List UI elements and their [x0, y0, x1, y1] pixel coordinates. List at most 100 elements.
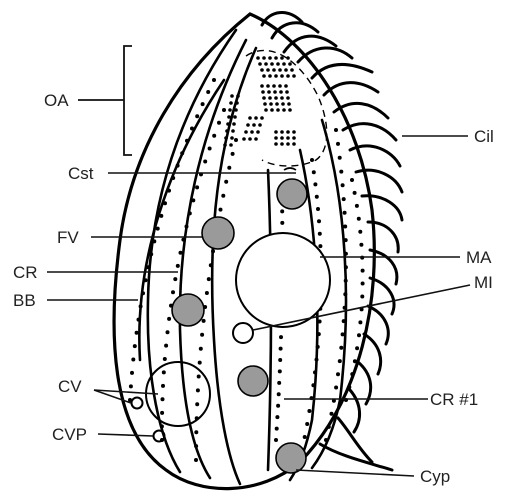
oral-apparatus-dot — [250, 130, 254, 134]
oral-apparatus-dot — [276, 62, 280, 66]
oral-apparatus-dot — [226, 122, 230, 126]
basal-body-dot — [277, 392, 281, 396]
basal-body-dot — [353, 359, 357, 363]
oral-apparatus-dot — [275, 102, 279, 106]
basal-body-dot — [163, 201, 167, 205]
oral-apparatus-dot — [244, 130, 248, 134]
basal-body-dot — [343, 225, 347, 229]
basal-body-dot — [315, 358, 319, 362]
basal-body-dot — [361, 269, 365, 273]
oral-apparatus-dot — [274, 96, 278, 100]
oral-apparatus-dot — [266, 68, 270, 72]
basal-body-dot — [217, 121, 221, 125]
basal-body-dot — [336, 372, 340, 376]
oral-apparatus-dot — [292, 74, 296, 78]
oral-apparatus-dot — [254, 137, 258, 141]
basal-body-dot — [207, 277, 211, 281]
basal-body-dot — [139, 304, 143, 308]
oral-apparatus-dot — [269, 102, 273, 106]
basal-body-dot — [195, 402, 199, 406]
oral-apparatus-dot — [263, 102, 267, 106]
oral-apparatus-dot — [232, 122, 236, 126]
oral-apparatus-dot — [276, 108, 280, 112]
oral-apparatus-dot — [274, 74, 278, 78]
basal-body-dot — [133, 344, 137, 348]
oral-apparatus-dot — [268, 74, 272, 78]
cilium — [358, 362, 371, 404]
basal-body-dot — [171, 290, 175, 294]
basal-body-dot — [190, 127, 194, 131]
oral-apparatus-dot — [292, 130, 296, 134]
basal-body-dot — [278, 369, 282, 373]
leader-cyp — [296, 470, 414, 476]
food-vacuole — [276, 443, 306, 473]
oral-apparatus-dot — [286, 130, 290, 134]
oral-apparatus-dot — [280, 136, 284, 140]
basal-body-dot — [357, 333, 361, 337]
basal-body-dot — [344, 252, 348, 256]
basal-body-dot — [318, 244, 322, 248]
oral-apparatus-dot — [256, 56, 260, 60]
oral-apparatus-dot — [260, 116, 264, 120]
basal-body-dot — [219, 208, 223, 212]
basal-body-dot — [188, 211, 192, 215]
basal-body-dot — [334, 128, 338, 132]
basal-body-dot — [161, 384, 165, 388]
cilium — [356, 170, 402, 192]
oral-apparatus-dot — [262, 56, 266, 60]
basal-body-dot — [280, 209, 284, 213]
oral-apparatus-dot — [254, 116, 258, 120]
oral-apparatus-dot — [268, 56, 272, 60]
oral-apparatus-dot — [228, 108, 232, 112]
basal-body-dot — [156, 227, 160, 231]
basal-body-dot — [357, 217, 361, 221]
basal-body-dot — [176, 164, 180, 168]
basal-body-dot — [185, 225, 189, 229]
oral-apparatus-dot — [227, 115, 231, 119]
oral-apparatus-dot — [284, 68, 288, 72]
basal-body-dot — [350, 372, 354, 376]
basal-body-dot — [160, 411, 164, 415]
oral-apparatus-dot — [284, 84, 288, 88]
oral-apparatus-dot — [262, 74, 266, 78]
basal-body-dot — [209, 263, 213, 267]
basal-body-dot — [312, 170, 316, 174]
basal-body-dot — [208, 147, 212, 151]
oral-apparatus-dot — [280, 56, 284, 60]
basal-body-dot — [212, 78, 216, 82]
basal-body-dot — [194, 458, 198, 462]
label-cv: CV — [58, 377, 82, 396]
oral-apparatus-dot — [278, 68, 282, 72]
basal-body-dot — [197, 375, 201, 379]
basal-body-dot — [227, 166, 231, 170]
basal-body-dot — [343, 211, 347, 215]
basal-body-dot — [344, 279, 348, 283]
oral-apparatus-dot — [285, 90, 289, 94]
basal-body-dot — [339, 346, 343, 350]
oral-apparatus-dot — [264, 108, 268, 112]
basal-body-dot — [341, 332, 345, 336]
label-cvp: CVP — [52, 425, 87, 444]
basal-body-dot — [141, 291, 145, 295]
oral-apparatus-dot — [233, 115, 237, 119]
oral-apparatus-dot — [266, 84, 270, 88]
basal-body-dot — [144, 278, 148, 282]
basal-body-dot — [327, 425, 331, 429]
basal-body-dot — [317, 332, 321, 336]
basal-body-dot — [166, 330, 170, 334]
oral-apparatus-dot — [280, 130, 284, 134]
basal-body-dot — [359, 243, 363, 247]
basal-body-dot — [167, 189, 171, 193]
label-mi: MI — [474, 273, 493, 292]
basal-body-dot — [129, 384, 133, 388]
basal-body-dot — [164, 344, 168, 348]
oral-apparatus-dot — [280, 74, 284, 78]
oral-apparatus-dots — [223, 56, 296, 147]
basal-body-dot — [318, 232, 322, 236]
oral-apparatus-dot — [234, 108, 238, 112]
basal-body-dot — [180, 151, 184, 155]
basal-body-dot — [224, 180, 228, 184]
basal-body-dot — [167, 317, 171, 321]
basal-body-dot — [339, 170, 343, 174]
oral-apparatus-dot — [248, 137, 252, 141]
